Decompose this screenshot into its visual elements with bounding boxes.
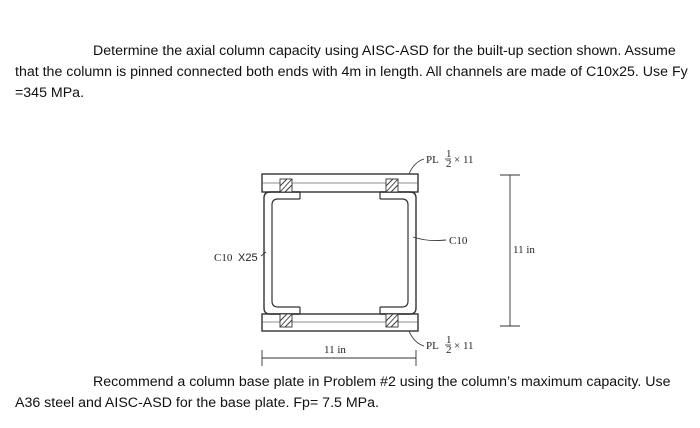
left-channel-outer <box>263 191 300 315</box>
height-dimension <box>500 174 520 327</box>
bottom-plate-dims: × 11 <box>454 340 474 352</box>
bottom-plate-label: PL <box>426 340 439 352</box>
bottom-plate-leader <box>408 330 425 347</box>
right-channel-label: C10 <box>449 235 468 247</box>
svg-text:2: 2 <box>446 158 452 170</box>
svg-text:1: 1 <box>446 148 452 160</box>
weld-bottom-left <box>279 313 293 328</box>
left-channel-inner <box>271 198 300 308</box>
top-plate-label: PL <box>426 154 439 166</box>
width-dimension-label: 11 in <box>324 344 346 356</box>
top-plate-leader <box>408 158 425 175</box>
left-channel-size: X25 <box>238 252 258 264</box>
height-dimension-label: 11 in <box>513 244 535 256</box>
bottom-cover-plate <box>261 313 419 332</box>
right-channel-outer <box>380 191 417 315</box>
right-channel-inner <box>380 198 409 308</box>
width-dimension <box>261 350 417 366</box>
left-channel-leader <box>260 251 267 257</box>
weld-top-left <box>279 178 293 193</box>
problem-1-text: Determine the axial column capacity usin… <box>15 43 688 101</box>
right-channel-leader <box>412 236 447 242</box>
bottom-plate-fraction: 1 2 <box>445 334 452 356</box>
weld-top-right <box>385 178 399 193</box>
problem-2-text: Recommend a column base plate in Problem… <box>15 374 671 411</box>
svg-text:1: 1 <box>446 334 452 346</box>
weld-bottom-right <box>385 313 399 328</box>
left-channel-label: C10 <box>214 252 233 264</box>
top-plate-fraction: 1 2 <box>445 148 452 170</box>
svg-text:2: 2 <box>446 344 452 356</box>
top-plate-dims: × 11 <box>454 154 474 166</box>
